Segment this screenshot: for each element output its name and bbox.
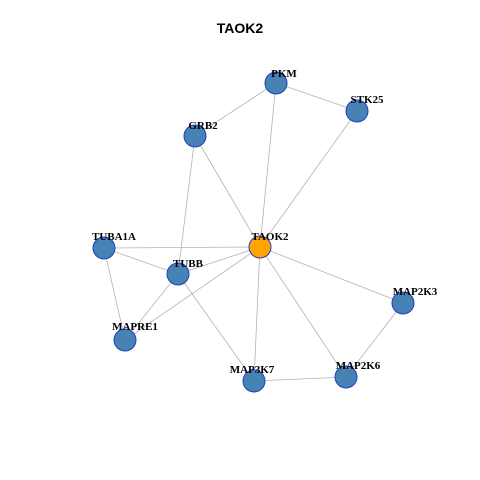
edge-taok2-map2k6 [259,246,347,378]
diagram-title: TAOK2 [216,20,264,36]
edge-tubb-mapre1 [124,273,179,341]
edge-tubb-map3k7 [177,273,255,382]
node-map3k7[interactable] [242,369,266,393]
node-label-grb2: GRB2 [188,120,218,132]
node-map2k3[interactable] [391,291,415,315]
edge-pkm-taok2 [259,82,277,248]
node-grb2[interactable] [183,124,207,148]
node-tubb[interactable] [166,262,190,286]
edge-stk25-taok2 [259,110,358,248]
edge-taok2-map3k7 [253,246,261,382]
node-map2k6[interactable] [334,365,358,389]
node-stk25[interactable] [345,99,369,123]
node-pkm[interactable] [264,71,288,95]
edge-taok2-map2k3 [259,246,404,304]
edge-map2k3-map2k6 [345,302,404,378]
node-label-tuba1a: TUBA1A [92,231,136,243]
edge-tuba1a-taok2 [103,246,261,249]
edge-pkm-stk25 [275,82,358,112]
edge-grb2-taok2 [194,135,261,248]
edges-layer [103,82,404,382]
node-label-map3k7: MAP3K7 [230,364,275,376]
node-tuba1a[interactable] [92,236,116,260]
edge-pkm-grb2 [194,82,277,137]
node-label-map2k6: MAP2K6 [336,360,381,372]
edge-tuba1a-mapre1 [103,247,126,341]
node-taok2[interactable] [248,235,272,259]
node-label-map2k3: MAP2K3 [393,286,438,298]
node-mapre1[interactable] [113,328,137,352]
nodes-layer [92,71,415,393]
node-label-pkm: PKM [271,68,297,80]
node-label-mapre1: MAPRE1 [112,321,158,333]
edge-mapre1-taok2 [124,246,261,341]
edge-tubb-taok2 [177,246,261,275]
node-label-tubb: TUBB [173,258,204,270]
node-label-taok2: TAOK2 [251,231,289,243]
edge-grb2-tubb [177,135,196,275]
edge-map2k6-map3k7 [253,376,347,382]
node-label-stk25: STK25 [350,94,384,106]
edge-tuba1a-tubb [103,247,179,275]
